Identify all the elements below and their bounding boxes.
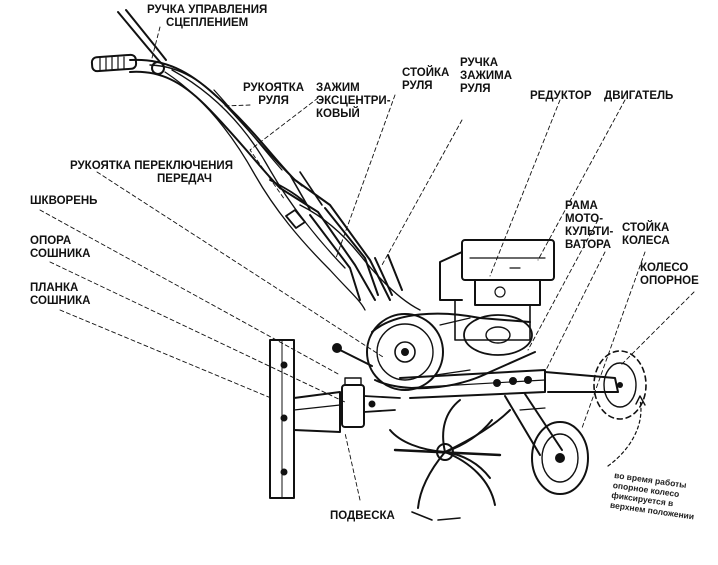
label-clutch-lever: РУЧКА УПРАВЛЕНИЯ СЦЕПЛЕНИЕМ bbox=[147, 4, 267, 30]
label-engine: ДВИГАТЕЛЬ bbox=[604, 90, 673, 103]
handle-grip bbox=[90, 53, 138, 73]
label-eccentric-clamp-line1: ЗАЖИМ bbox=[316, 82, 360, 94]
label-handlebar-clamp-handle-line2: ЗАЖИМА bbox=[460, 70, 513, 82]
label-coulter-plate: ПЛАНКА СОШНИКА bbox=[30, 282, 90, 308]
label-wheel-post-line2: КОЛЕСА bbox=[622, 235, 670, 247]
label-coulter-plate-line1: ПЛАНКА bbox=[30, 282, 79, 294]
label-kingpin: ШКВОРЕНЬ bbox=[30, 195, 97, 208]
gearbox bbox=[366, 312, 536, 391]
small-wheel bbox=[531, 421, 589, 495]
label-wheel-post-line1: СТОЙКА bbox=[622, 222, 670, 234]
label-engine-text: ДВИГАТЕЛЬ bbox=[604, 90, 674, 102]
label-wheel-post: СТОЙКА КОЛЕСА bbox=[622, 222, 670, 248]
label-gear-shift-lever-line2: ПЕРЕДАЧ bbox=[157, 173, 212, 185]
label-gearbox-text: РЕДУКТОР bbox=[530, 90, 592, 102]
label-cultivator-frame-line1: РАМА bbox=[565, 200, 598, 212]
frame bbox=[399, 369, 619, 399]
gear-shift-lever bbox=[332, 343, 373, 367]
label-gear-shift-lever-line1: РУКОЯТКА ПЕРЕКЛЮЧЕНИЯ bbox=[70, 160, 233, 172]
label-clutch-lever-line1: РУЧКА УПРАВЛЕНИЯ bbox=[147, 4, 268, 16]
label-handlebar-grip-line2: РУЛЯ bbox=[258, 95, 289, 107]
label-handlebar-clamp-handle-line3: РУЛЯ bbox=[460, 83, 491, 95]
label-gear-shift-lever: РУКОЯТКА ПЕРЕКЛЮЧЕНИЯ ПЕРЕДАЧ bbox=[70, 160, 233, 186]
label-cultivator-frame-line4: ВАТОРА bbox=[565, 239, 612, 251]
handle-clamp-lever bbox=[269, 179, 309, 229]
label-handlebar-post-line1: СТОЙКА bbox=[402, 67, 450, 79]
label-cultivator-frame-line3: КУЛЬТИ- bbox=[565, 226, 614, 238]
label-support-wheel: КОЛЕСО ОПОРНОЕ bbox=[640, 262, 699, 288]
label-suspension-text: ПОДВЕСКА bbox=[330, 510, 395, 522]
label-coulter-plate-line2: СОШНИКА bbox=[30, 295, 91, 307]
label-eccentric-clamp-line2: ЭКСЦЕНТРИ- bbox=[316, 95, 391, 107]
label-kingpin-text: ШКВОРЕНЬ bbox=[30, 195, 98, 207]
label-support-wheel-line2: ОПОРНОЕ bbox=[640, 275, 699, 287]
clutch-lever bbox=[117, 9, 167, 75]
handlebar-post bbox=[309, 207, 403, 301]
tiller-tines bbox=[389, 399, 511, 521]
label-gearbox: РЕДУКТОР bbox=[530, 90, 592, 103]
raised-wheel bbox=[593, 350, 647, 420]
engine bbox=[439, 239, 555, 341]
label-coulter-support: ОПОРА СОШНИКА bbox=[30, 235, 90, 261]
control-cables bbox=[164, 69, 366, 311]
label-handlebar-grip: РУКОЯТКА РУЛЯ bbox=[243, 82, 304, 108]
label-clutch-lever-line2: СЦЕПЛЕНИЕМ bbox=[166, 17, 249, 29]
label-handlebar-clamp-handle: РУЧКА ЗАЖИМА РУЛЯ bbox=[460, 57, 512, 96]
label-handlebar-grip-line1: РУКОЯТКА bbox=[243, 82, 305, 94]
label-coulter-support-line2: СОШНИКА bbox=[30, 248, 91, 260]
label-handlebar-post-line2: РУЛЯ bbox=[402, 80, 433, 92]
coulter bbox=[269, 339, 401, 499]
label-support-wheel-line1: КОЛЕСО bbox=[640, 262, 689, 274]
label-handlebar-clamp-handle-line1: РУЧКА bbox=[460, 57, 499, 69]
label-suspension: ПОДВЕСКА bbox=[330, 510, 395, 523]
label-coulter-support-line1: ОПОРА bbox=[30, 235, 72, 247]
label-cultivator-frame-line2: МОТО- bbox=[565, 213, 604, 225]
label-eccentric-clamp: ЗАЖИМ ЭКСЦЕНТРИ- КОВЫЙ bbox=[316, 82, 391, 121]
leader-lines bbox=[39, 26, 695, 501]
label-cultivator-frame: РАМА МОТО- КУЛЬТИ- ВАТОРА bbox=[565, 200, 613, 252]
label-handlebar-post: СТОЙКА РУЛЯ bbox=[402, 67, 449, 93]
label-eccentric-clamp-line3: КОВЫЙ bbox=[316, 108, 360, 120]
rotation-arrow bbox=[607, 399, 642, 467]
